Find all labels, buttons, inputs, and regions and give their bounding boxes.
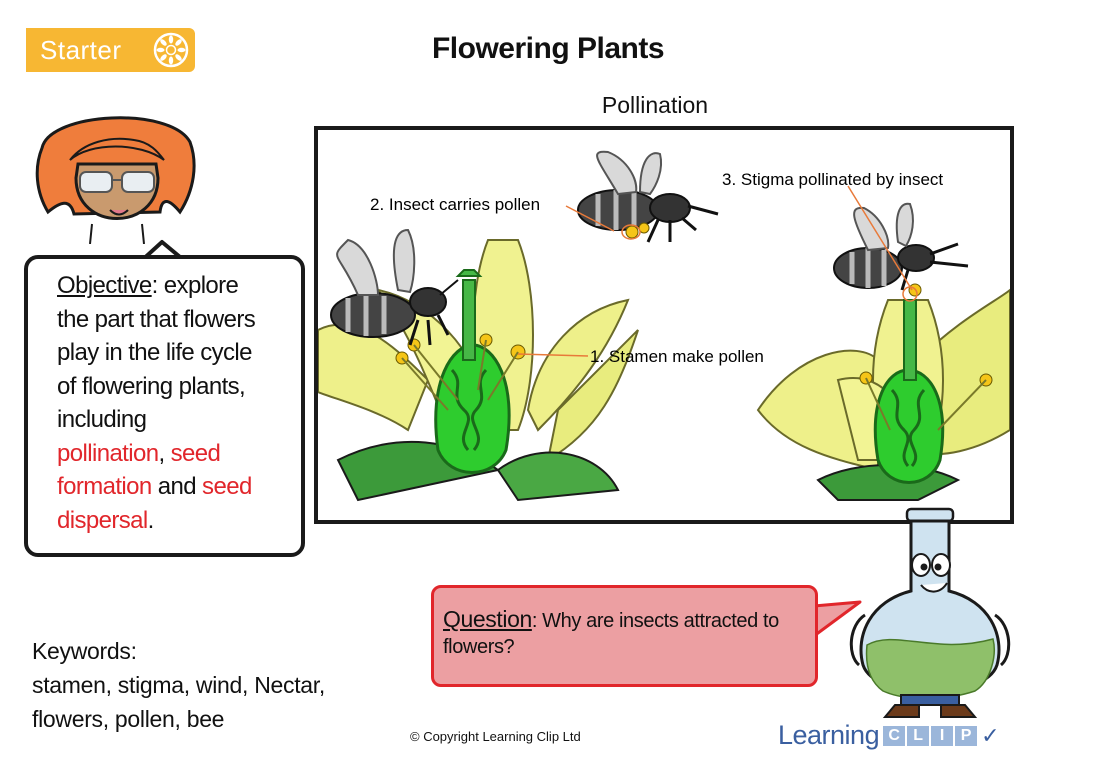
period: . [147,506,155,534]
flask-character-illustration [849,507,1011,718]
objective-line-1: Objective: explore [57,269,289,303]
starter-label: Starter [40,34,122,65]
brand-learning-text: Learning [778,720,880,750]
keywords-line-2: flowers, pollen, bee [32,706,225,732]
right-flower [756,288,1010,501]
objective-line-5: including [57,406,147,433]
brand-clip-tiles: C L I P [883,725,979,746]
leader-line-insect [565,205,615,232]
question-box: Question: Why are insects attracted to f… [431,585,818,687]
term-formation: formation [57,473,152,500]
brand-clip-letter: C [883,725,906,746]
keywords-line-1: stamen, stigma, wind, Nectar, [32,672,325,698]
leader-line-stigma [847,185,913,291]
brand-clip-letter: L [907,725,930,746]
page-title: Flowering Plants [431,32,665,65]
middle-bee [577,150,719,243]
objective-line-6: pollination, seed [57,437,289,471]
leader-line-stamen [517,353,589,357]
objective-box: Objective: explore the part that flowers… [24,255,305,557]
objective-line-4: of flowering plants, [57,372,246,400]
left-bee [330,228,459,346]
brand-clip-letter: I [931,725,954,746]
objective-heading: Objective [57,272,152,299]
term-seed-2: seed [202,473,252,500]
term-seed-1: seed [170,439,221,467]
copyright-notice: © Copyright Learning Clip Ltd [410,729,581,744]
teacher-character-illustration [35,116,196,244]
label-stigma-pollinated: 3. Stigma pollinated by insect [722,170,943,189]
section-title: Pollination [601,92,709,118]
term-dispersal: dispersal [57,506,148,534]
starter-badge: Starter [26,28,195,72]
right-bee [833,202,969,302]
pollination-illustration: 2. Insect carries pollen 1. Stamen make … [314,126,1014,524]
objective-line-3: play in the life cycle [57,339,253,366]
objective-text: : explore [151,272,239,299]
learning-clip-logo: Learning C L I P ✓ [778,720,1000,751]
objective-line-7: formation and seed [57,470,289,504]
checkmark-icon: ✓ [981,722,1000,748]
question-heading: Question [443,606,532,632]
separator: and [151,473,203,500]
label-insect-carries-pollen: 2. Insect carries pollen [370,195,540,214]
sunflower-icon [153,32,189,68]
keywords-block: Keywords: stamen, stigma, wind, Nectar, … [32,634,325,736]
label-stamen-make-pollen: 1. Stamen make pollen [590,347,764,366]
objective-line-8: dispersal. [57,504,289,538]
brand-clip-letter: P [955,725,978,746]
objective-line-2: the part that flowers [57,305,256,333]
term-pollination: pollination [57,439,159,467]
keywords-heading: Keywords: [32,638,137,664]
separator: , [158,439,171,467]
question-text: : Why are insects attracted to flowers? [443,610,779,658]
